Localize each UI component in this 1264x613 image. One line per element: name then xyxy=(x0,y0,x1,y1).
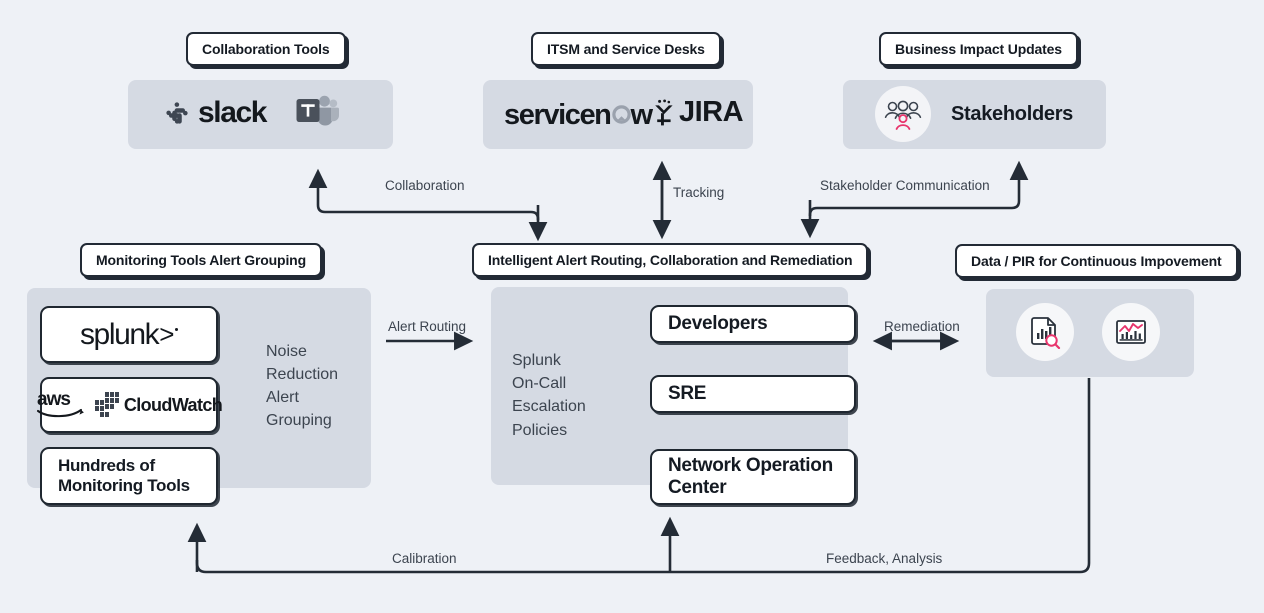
calibration-connector-label: Calibration xyxy=(392,551,457,566)
trend-chart-icon xyxy=(1116,320,1146,344)
aws-icon: aws xyxy=(36,389,84,418)
splunk-card[interactable]: splunk > xyxy=(40,306,218,363)
microsoft-teams-logo xyxy=(295,94,339,128)
servicenow-wordmark: servicen xyxy=(504,99,612,131)
microsoft-teams-icon xyxy=(296,95,339,126)
jira-icon xyxy=(655,99,673,125)
chip-collaboration-tools-label: Collaboration Tools xyxy=(202,41,330,57)
escalation-policies-text: Splunk On-Call Escalation Policies xyxy=(512,352,586,439)
hundreds-tools-card[interactable]: Hundreds of Monitoring Tools xyxy=(40,447,218,505)
hundreds-tools-label: Hundreds of Monitoring Tools xyxy=(58,455,190,495)
chip-monitoring-tools-alert-grouping[interactable]: Monitoring Tools Alert Grouping xyxy=(80,243,322,277)
noc-card[interactable]: Network Operation Center xyxy=(650,449,856,505)
collaboration-connector-label: Collaboration xyxy=(385,178,465,193)
sre-card[interactable]: SRE xyxy=(650,375,856,413)
chip-business-impact-updates[interactable]: Business Impact Updates xyxy=(879,32,1078,66)
remediation-connector-label: Remediation xyxy=(884,319,960,334)
splunk-logo: splunk > xyxy=(79,317,179,352)
trend-chart-badge[interactable] xyxy=(1102,303,1160,361)
report-search-icon xyxy=(1031,317,1061,349)
tracking-connector-label: Tracking xyxy=(673,185,725,200)
jira-logo: JIRA xyxy=(651,96,744,129)
slack-icon xyxy=(166,102,188,124)
stakeholders-group-icon xyxy=(884,100,922,130)
chip-itsm-service-desks[interactable]: ITSM and Service Desks xyxy=(531,32,721,66)
chip-monitoring-label: Monitoring Tools Alert Grouping xyxy=(96,252,306,268)
servicenow-glyph-icon xyxy=(611,105,631,124)
stakeholders-badge xyxy=(875,86,931,142)
jira-wordmark: JIRA xyxy=(679,96,744,128)
splunk-wordmark: splunk xyxy=(79,317,160,351)
sre-label: SRE xyxy=(668,382,707,404)
chip-collaboration-tools[interactable]: Collaboration Tools xyxy=(186,32,346,66)
developers-label: Developers xyxy=(668,312,768,334)
slack-logo: slack xyxy=(164,96,267,130)
itsm-panel xyxy=(483,80,753,149)
data-pir-icons xyxy=(1016,303,1160,361)
chip-intelligent-alert-routing[interactable]: Intelligent Alert Routing, Collaboration… xyxy=(472,243,869,277)
aws-cloudwatch-logo: aws CloudWatch xyxy=(36,388,223,422)
servicenow-wordmark-tail: w xyxy=(630,99,654,131)
report-search-badge[interactable] xyxy=(1016,303,1074,361)
cloudwatch-wordmark: CloudWatch xyxy=(123,394,223,415)
cloudwatch-icon xyxy=(94,392,119,417)
chip-routing-label: Intelligent Alert Routing, Collaboration… xyxy=(488,252,853,268)
splunk-dot-icon xyxy=(175,327,179,331)
chip-data-pir-label: Data / PIR for Continuous Impovement xyxy=(971,253,1222,269)
chip-data-pir[interactable]: Data / PIR for Continuous Impovement xyxy=(955,244,1238,278)
servicenow-logo: servicen w xyxy=(504,99,654,132)
chip-business-impact-label: Business Impact Updates xyxy=(895,41,1062,57)
aws-cloudwatch-card[interactable]: aws CloudWatch xyxy=(36,377,223,433)
noc-label: Network Operation Center xyxy=(668,454,833,498)
slack-wordmark: slack xyxy=(198,96,267,129)
alert-routing-connector-label: Alert Routing xyxy=(388,319,467,334)
stakeholder-communication-connector-label: Stakeholder Communication xyxy=(820,178,990,193)
feedback-analysis-connector-label: Feedback, Analysis xyxy=(826,551,943,566)
chip-itsm-label: ITSM and Service Desks xyxy=(547,41,705,57)
splunk-chevron-icon: > xyxy=(159,319,174,349)
developers-card[interactable]: Developers xyxy=(650,305,856,343)
stakeholders-row: Stakeholders xyxy=(875,86,1073,142)
noise-reduction-text: Noise Reduction Alert Grouping xyxy=(266,343,339,429)
svg-text:aws: aws xyxy=(37,389,70,410)
stakeholders-label: Stakeholders xyxy=(951,102,1074,125)
